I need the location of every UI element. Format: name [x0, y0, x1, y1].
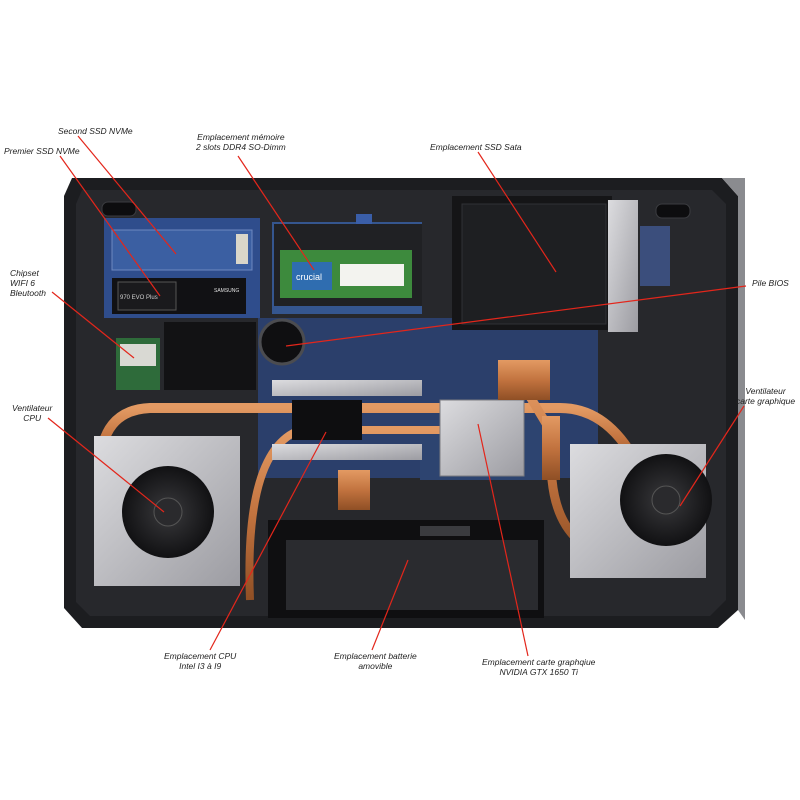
cpu-clamp-lower: [272, 444, 422, 460]
ram-info-label: [340, 264, 404, 286]
ram-brand-text: crucial: [296, 272, 322, 282]
wifi-card-label: [120, 344, 156, 366]
label-carte-graphique: Emplacement carte graphqiue NVIDIA GTX 1…: [482, 657, 596, 677]
gpu-fan-hub: [651, 485, 681, 515]
cpu-clamp: [272, 380, 422, 396]
ram-chip: [356, 214, 372, 224]
second-ssd-slot: [111, 229, 253, 271]
label-second-ssd: Second SSD NVMe: [58, 126, 133, 136]
cpu-heatsink: [292, 400, 362, 440]
second-ssd-connector: [236, 234, 248, 264]
label-pile-bios: Pile BIOS: [752, 278, 789, 288]
gpu-copper-block: [498, 360, 550, 400]
label-memoire: Emplacement mémoire 2 slots DDR4 SO-Dimm: [196, 132, 286, 152]
label-ssd-sata: Emplacement SSD Sata: [430, 142, 522, 152]
cpu-fan-hub: [153, 497, 183, 527]
label-ventilateur-gpu: Ventilateur carte graphique: [736, 386, 796, 406]
label-ventilateur-cpu: Ventilateur CPU: [12, 403, 53, 423]
speaker-right: [655, 203, 691, 219]
battery: [286, 540, 538, 610]
battery-connector: [420, 526, 470, 536]
cpu-copper-block: [338, 470, 370, 510]
ssd-sata-bracket: [608, 200, 638, 332]
ssd-sata-bracket-side: [640, 226, 670, 286]
label-premier-ssd: Premier SSD NVMe: [4, 146, 80, 156]
shield-cover: [164, 322, 256, 390]
gpu-copper-bar: [542, 416, 560, 480]
ssd-model-text: 970 EVO Plus: [120, 295, 158, 301]
speaker-left: [101, 201, 137, 217]
label-batterie: Emplacement batterie amovible: [334, 651, 417, 671]
ssd-sata-tray: [461, 203, 607, 325]
ssd-brand-text: SAMSUNG: [214, 288, 239, 294]
label-cpu: Emplacement CPU Intel I3 à I9: [164, 651, 237, 671]
gpu-heatsink-plate: [439, 399, 525, 477]
bios-battery: [258, 318, 306, 366]
label-chipset: Chipset WIFI 6 Bleutooth: [10, 268, 46, 298]
